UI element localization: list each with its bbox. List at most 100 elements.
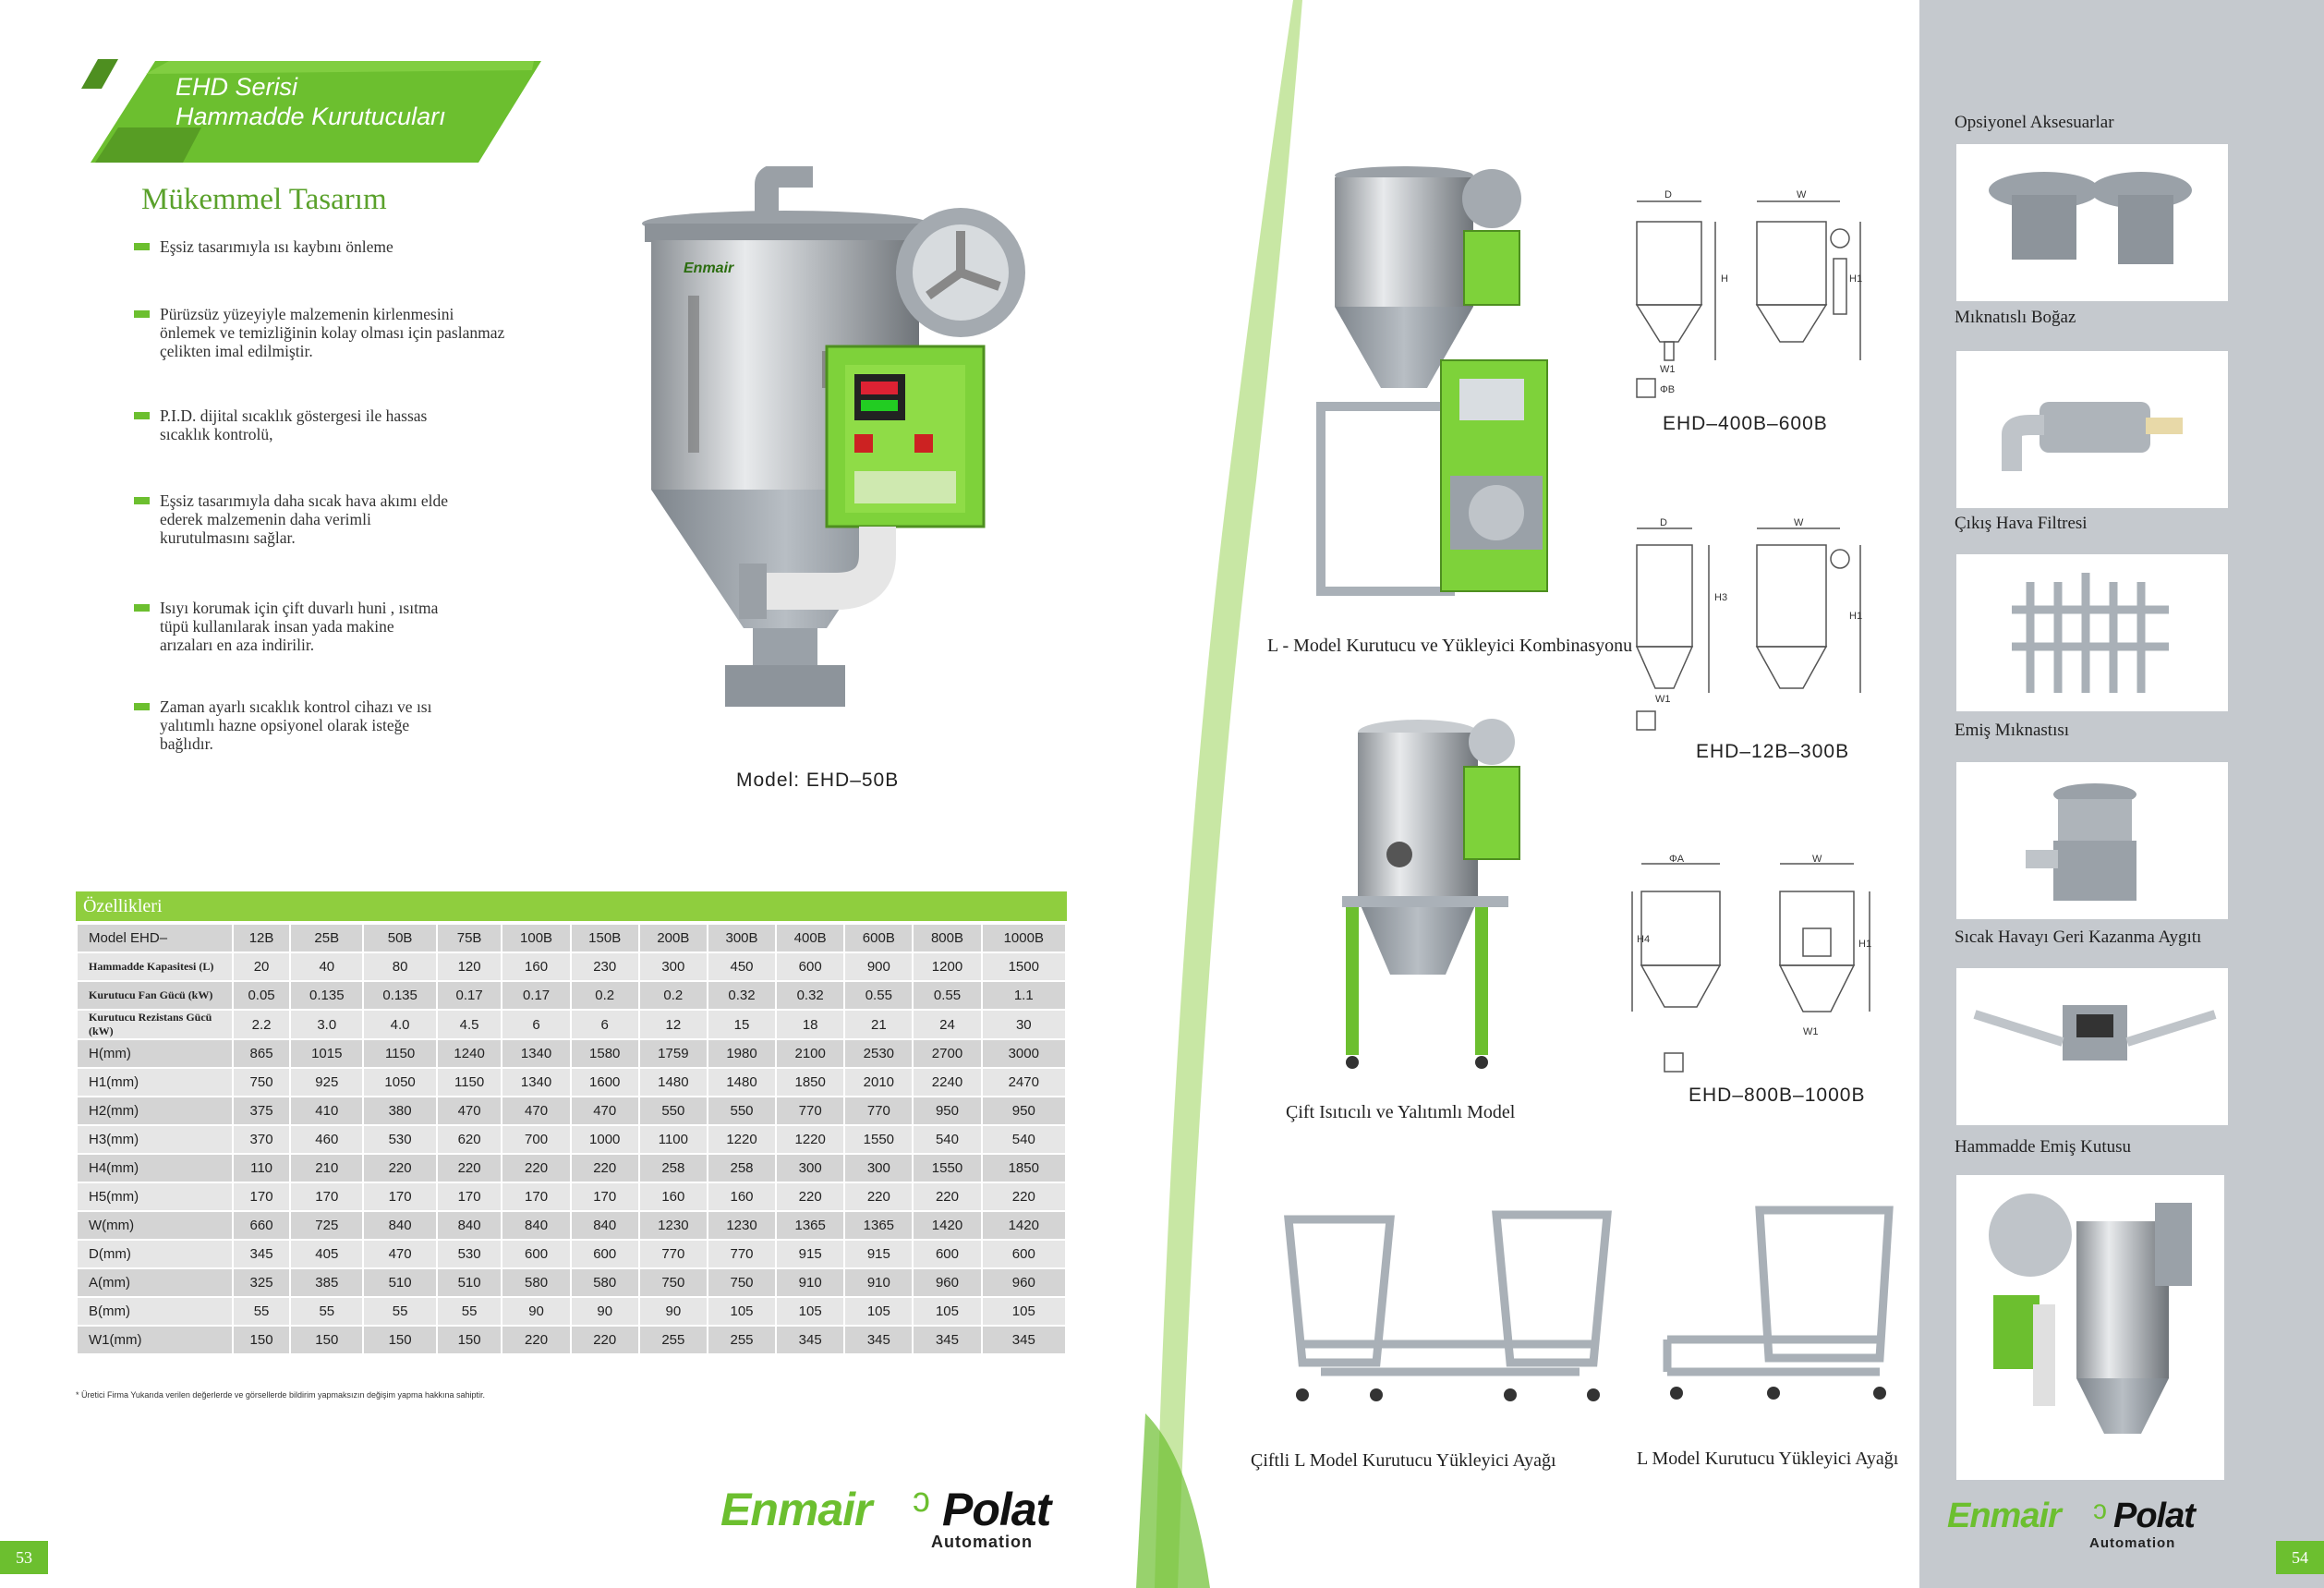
accessory-image-5 <box>1956 968 2228 1125</box>
spec-cell: 540 <box>914 1126 981 1153</box>
page-number-left: 53 <box>0 1541 48 1574</box>
spec-cell: 540 <box>982 1126 1065 1153</box>
accessory-label-2: Çıkış Hava Filtresi <box>1955 514 2088 533</box>
spec-cell: 90 <box>571 1298 638 1325</box>
dim-d: D <box>1664 189 1672 200</box>
dim-d: D <box>1660 517 1667 528</box>
spec-cell: 170 <box>291 1183 363 1210</box>
spec-row-label: H3(mm) <box>78 1126 232 1153</box>
spec-cell: 1980 <box>708 1040 776 1067</box>
spec-cell: 120 <box>437 953 502 980</box>
diagram-caption-2: EHD–12B–300B <box>1696 741 1850 762</box>
spec-cell: 1200 <box>914 953 981 980</box>
dim-w: W <box>1812 855 1822 865</box>
spec-cell: 385 <box>291 1269 363 1296</box>
spec-cell: 1480 <box>708 1069 776 1096</box>
spec-cell: 470 <box>364 1241 436 1267</box>
spec-cell: 1420 <box>914 1212 981 1239</box>
feature-item: Zaman ayarlı sıcaklık kontrol cihazı ve … <box>134 697 522 758</box>
spec-cell: 840 <box>571 1212 638 1239</box>
accessory-image-3 <box>1956 554 2228 711</box>
spec-cell: 0.135 <box>291 982 363 1009</box>
spec-cell: 105 <box>845 1298 913 1325</box>
spec-cell: 55 <box>437 1298 502 1325</box>
spec-cell: 915 <box>845 1241 913 1267</box>
spec-cell: 170 <box>234 1183 290 1210</box>
accessory-image-6 <box>1956 1175 2224 1480</box>
spec-cell: 950 <box>982 1097 1065 1124</box>
diagram-ehd-400b-600b: D W H H1 W1 ΦB <box>1635 189 1862 398</box>
spec-cell: 0.32 <box>708 982 776 1009</box>
spec-cell: 1600 <box>571 1069 638 1096</box>
spec-cell: 160 <box>639 1183 707 1210</box>
spec-cell: 4.0 <box>364 1011 436 1038</box>
accessory-label-5: Hammadde Emiş Kutusu <box>1955 1137 2132 1157</box>
section-title: Mükemmel Tasarım <box>141 183 387 216</box>
spec-cell: 770 <box>777 1097 844 1124</box>
spec-cell: 258 <box>708 1155 776 1182</box>
spec-cell: 20 <box>234 953 290 980</box>
spec-cell: 0.17 <box>502 982 570 1009</box>
spec-cell: 170 <box>437 1183 502 1210</box>
spec-cell: 750 <box>708 1269 776 1296</box>
spec-cell: 300 <box>777 1155 844 1182</box>
logo-sub: Automation <box>2089 1535 2176 1551</box>
spec-row-label: H4(mm) <box>78 1155 232 1182</box>
spec-cell: 925 <box>291 1069 363 1096</box>
spec-cell: 1550 <box>845 1126 913 1153</box>
spec-cell: 0.2 <box>571 982 638 1009</box>
spec-cell: 1100 <box>639 1126 707 1153</box>
logo-word-1: Enmair <box>720 1484 873 1535</box>
spec-cell: 405 <box>291 1241 363 1267</box>
spec-cell: 150 <box>234 1327 290 1353</box>
spec-cell: 600 <box>502 1241 570 1267</box>
spec-model-cell: 400B <box>777 925 844 952</box>
spec-cell: 700 <box>502 1126 570 1153</box>
spec-cell: 6 <box>502 1011 570 1038</box>
spec-row-label: H2(mm) <box>78 1097 232 1124</box>
accessory-label-3: Emiş Mıknastısı <box>1955 721 2070 740</box>
spec-cell: 255 <box>708 1327 776 1353</box>
accessory-image-2 <box>1956 351 2228 508</box>
svg-text:Enmair: Enmair <box>684 261 734 276</box>
spec-row-label: H1(mm) <box>78 1069 232 1096</box>
spec-cell: 750 <box>639 1269 707 1296</box>
spec-cell: 4.5 <box>437 1011 502 1038</box>
spec-model-cell: 600B <box>845 925 913 952</box>
logo-right: Enmair ↄ Polat Automation <box>1947 1495 2252 1570</box>
spec-cell: 865 <box>234 1040 290 1067</box>
dim-w: W <box>1794 517 1804 528</box>
spec-row-label: B(mm) <box>78 1298 232 1325</box>
spec-row-label: D(mm) <box>78 1241 232 1267</box>
single-stand-image <box>1663 1206 1894 1400</box>
spec-row-label: H5(mm) <box>78 1183 232 1210</box>
spec-cell: 105 <box>777 1298 844 1325</box>
spec-cell: 2010 <box>845 1069 913 1096</box>
spec-cell: 840 <box>364 1212 436 1239</box>
accessory-image-1 <box>1956 144 2228 301</box>
spec-cell: 230 <box>571 953 638 980</box>
caption-single-stand: L Model Kurutucu Yükleyici Ayağı <box>1637 1449 1899 1469</box>
spec-cell: 470 <box>571 1097 638 1124</box>
spec-cell: 1150 <box>364 1040 436 1067</box>
spec-cell: 160 <box>502 953 570 980</box>
spec-cell: 770 <box>708 1241 776 1267</box>
spec-cell: 220 <box>982 1183 1065 1210</box>
spec-cell: 1850 <box>982 1155 1065 1182</box>
spec-model-cell: 800B <box>914 925 981 952</box>
spec-cell: 105 <box>914 1298 981 1325</box>
l-model-combination-image <box>1316 166 1548 596</box>
spec-cell: 1.1 <box>982 982 1065 1009</box>
spec-cell: 105 <box>982 1298 1065 1325</box>
spec-cell: 450 <box>708 953 776 980</box>
spec-cell: 750 <box>234 1069 290 1096</box>
spec-cell: 1240 <box>437 1040 502 1067</box>
logo-left: Enmair ↄ Polat Automation <box>720 1481 1145 1566</box>
spec-model-cell: 75B <box>437 925 502 952</box>
